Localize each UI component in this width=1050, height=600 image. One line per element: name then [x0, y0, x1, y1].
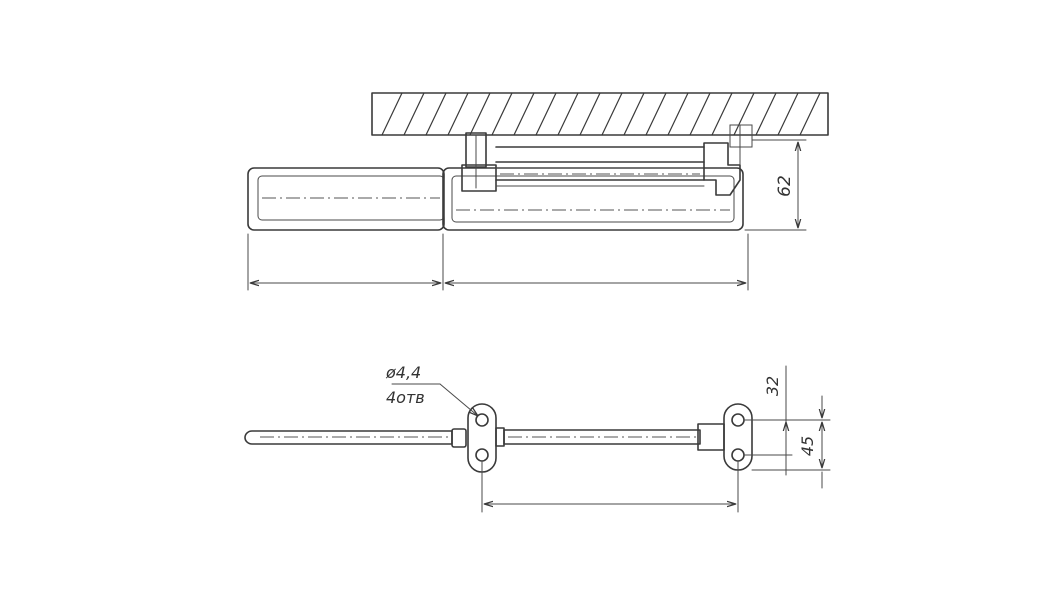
right-mount-plate: [697, 403, 753, 471]
left-bracket: [461, 132, 497, 192]
hole-diameter-label: ø4,4: [385, 363, 421, 382]
left-mount-plate: [467, 403, 505, 473]
dim-lower-label: 45: [798, 436, 817, 456]
dim-upper-label: 32: [763, 376, 782, 396]
fixed-tray: [442, 167, 744, 231]
middle-bar: [503, 429, 701, 445]
extended-rail: [247, 167, 445, 231]
dim-right-bottom: 32 45: [743, 365, 831, 489]
bottom-view: ø4,4 4отв 32 45: [244, 363, 831, 513]
right-bracket: [703, 124, 753, 196]
hole-icon: [475, 413, 489, 427]
hole-icon: [731, 413, 745, 427]
top-view: 62: [247, 92, 829, 291]
dim-length-bottom: [481, 461, 739, 513]
dim-lengths-top: [247, 233, 749, 291]
guide-bars: [495, 146, 705, 187]
dim-height-62: 62: [744, 139, 807, 231]
hole-count-label: 4отв: [386, 388, 425, 407]
dim-height-label: 62: [775, 175, 795, 197]
left-rod: [244, 428, 467, 448]
hole-icon: [731, 448, 745, 462]
hole-icon: [475, 448, 489, 462]
hole-callout: ø4,4 4отв: [385, 363, 478, 416]
mounting-surface: [371, 92, 829, 136]
